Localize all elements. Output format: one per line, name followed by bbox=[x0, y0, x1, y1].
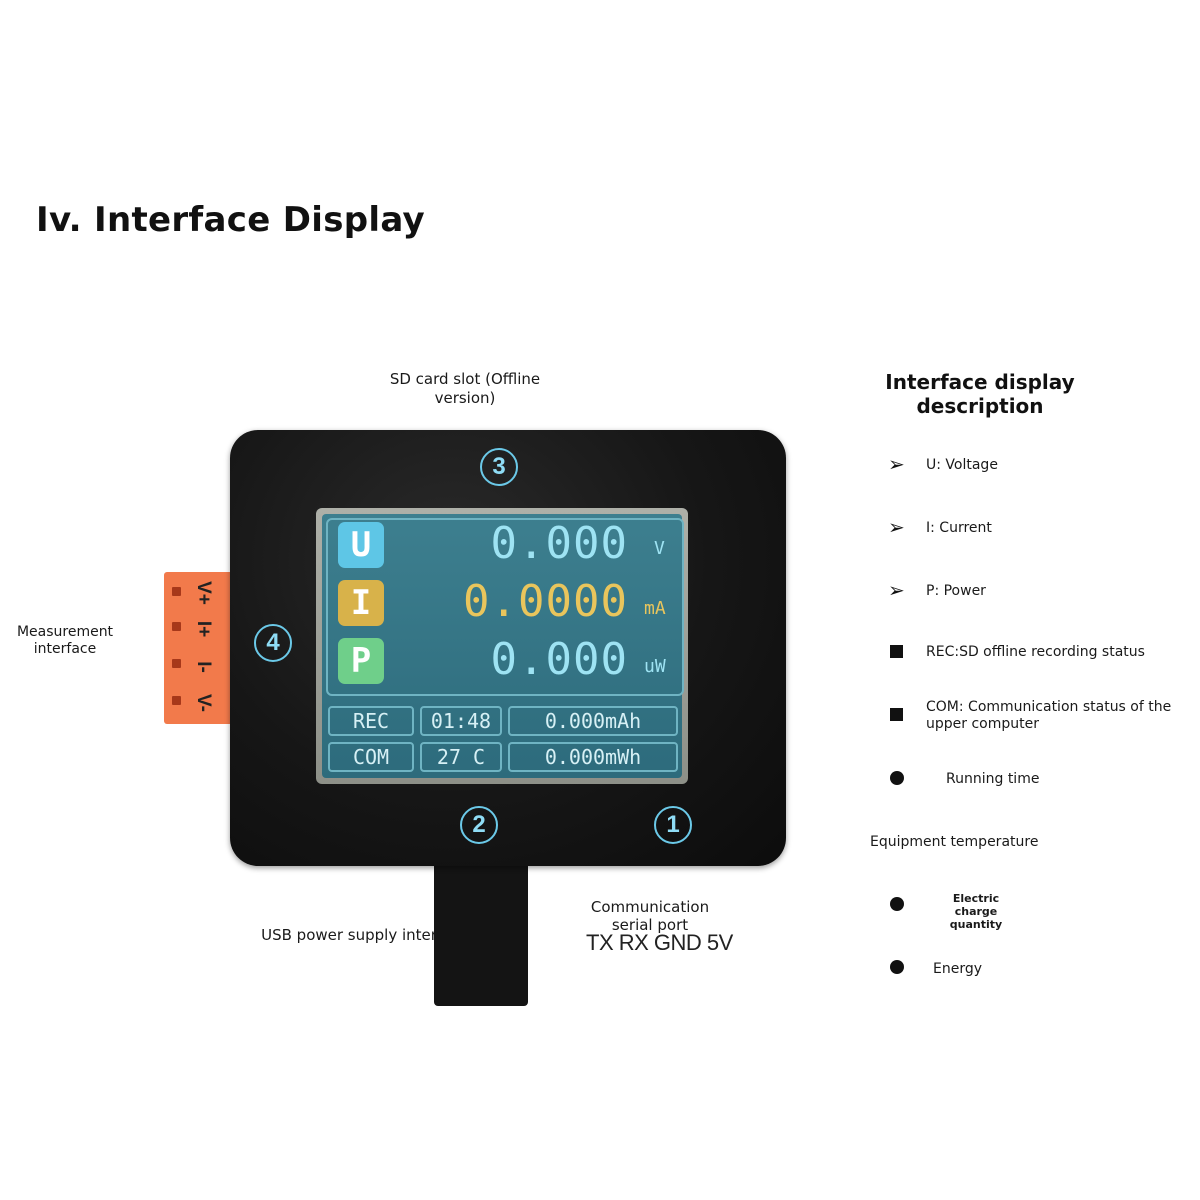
usb-power-label: USB power supply interface bbox=[261, 926, 469, 944]
pin-hole bbox=[172, 696, 181, 705]
charge-value: 0.000mAh bbox=[508, 706, 678, 736]
square-icon bbox=[890, 645, 903, 658]
arrow-icon: ➢ bbox=[888, 578, 905, 602]
legend-item-running-time: Running time bbox=[946, 771, 1040, 787]
pin-hole bbox=[172, 587, 181, 596]
usb-cable bbox=[434, 860, 528, 1006]
square-icon bbox=[890, 708, 903, 721]
energy-value: 0.000mWh bbox=[508, 742, 678, 772]
legend-item-temperature: Equipment temperature bbox=[870, 834, 1039, 850]
legend-item-charge: Electric charge quantity bbox=[949, 892, 1003, 931]
power-tag: P bbox=[338, 638, 384, 684]
legend-title: Interface display description bbox=[885, 370, 1075, 418]
rec-status: REC bbox=[328, 706, 414, 736]
arrow-icon: ➢ bbox=[888, 515, 905, 539]
power-unit: uW bbox=[644, 656, 666, 677]
readings-panel bbox=[326, 518, 684, 696]
temperature-value: 27 C bbox=[420, 742, 502, 772]
legend-item-rec: REC:SD offline recording status bbox=[926, 644, 1145, 660]
terminal-pin-v-plus: V+ bbox=[193, 581, 214, 605]
marker-3: 3 bbox=[480, 448, 518, 486]
legend-item-voltage: U: Voltage bbox=[926, 457, 998, 473]
sd-card-slot-label: SD card slot (Offline version) bbox=[389, 370, 541, 407]
current-unit: mA bbox=[644, 598, 666, 619]
current-tag: I bbox=[338, 580, 384, 626]
legend-item-energy: Energy bbox=[933, 961, 983, 977]
current-value: 0.0000 bbox=[463, 576, 628, 627]
legend-item-power: P: Power bbox=[926, 583, 986, 599]
terminal-pin-v-minus: V- bbox=[193, 694, 214, 712]
dot-icon bbox=[890, 897, 904, 911]
running-time: 01:48 bbox=[420, 706, 502, 736]
legend-item-current: I: Current bbox=[926, 520, 992, 536]
voltage-tag: U bbox=[338, 522, 384, 568]
communication-port-label: Communication serial port bbox=[590, 898, 710, 934]
measurement-terminal-block: V+ I+ I- V- bbox=[164, 572, 238, 724]
voltage-value: 0.000 bbox=[490, 518, 628, 569]
pin-hole bbox=[172, 659, 181, 668]
dot-icon bbox=[890, 771, 904, 785]
legend-item-com: COM: Communication status of the upper c… bbox=[926, 699, 1172, 732]
power-value: 0.000 bbox=[490, 634, 628, 685]
dot-icon bbox=[890, 960, 904, 974]
marker-4: 4 bbox=[254, 624, 292, 662]
arrow-icon: ➢ bbox=[888, 452, 905, 476]
pin-hole bbox=[172, 622, 181, 631]
terminal-pin-i-plus: I+ bbox=[193, 620, 214, 638]
page-title: Iv. Interface Display bbox=[36, 200, 425, 240]
voltage-unit: V bbox=[654, 538, 665, 559]
measurement-interface-label: Measurement interface bbox=[16, 624, 114, 657]
marker-2: 2 bbox=[460, 806, 498, 844]
communication-pins-label: TX RX GND 5V bbox=[586, 930, 733, 955]
marker-1: 1 bbox=[654, 806, 692, 844]
com-status: COM bbox=[328, 742, 414, 772]
terminal-pin-i-minus: I- bbox=[193, 661, 214, 673]
